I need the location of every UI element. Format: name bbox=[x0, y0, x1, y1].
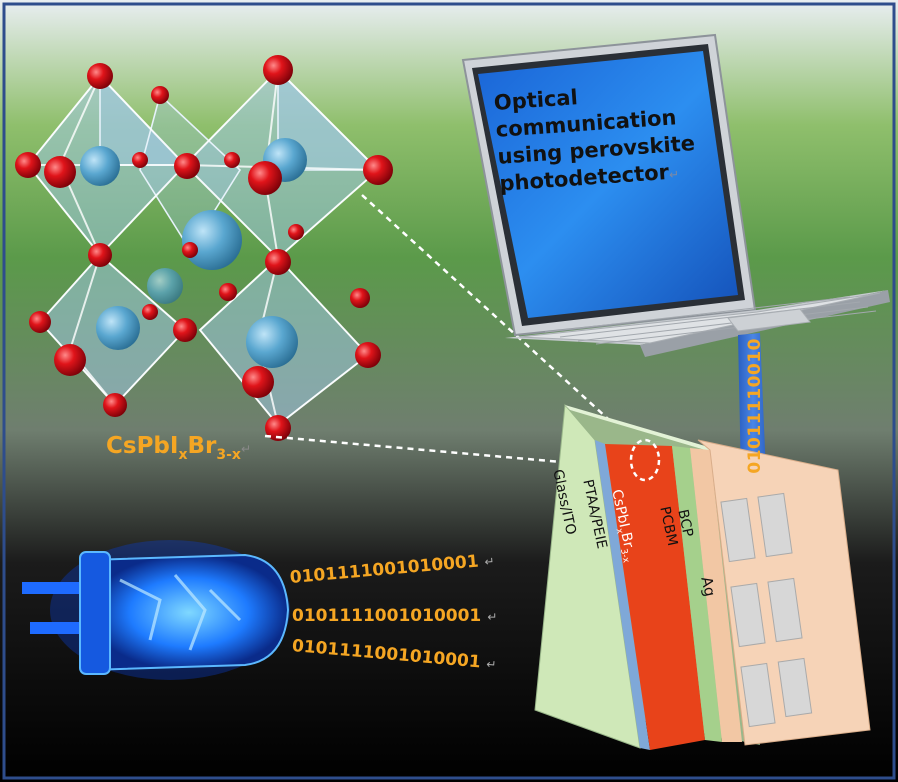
laptop bbox=[461, 33, 890, 357]
formula-base: CsPbI bbox=[106, 433, 179, 459]
formula-sub-3x: 3-x bbox=[216, 447, 241, 463]
return-mark: ↵ bbox=[485, 657, 497, 672]
return-mark: ↵ bbox=[487, 610, 498, 624]
zoom-lines bbox=[264, 194, 641, 470]
formula-mid: Br bbox=[187, 433, 217, 459]
return-mark: ↵ bbox=[668, 167, 680, 182]
photodetector-device bbox=[534, 403, 871, 750]
bit-string: 0101111001010001 bbox=[292, 606, 482, 626]
laptop-screen-text: Optical communication using perovskite p… bbox=[493, 76, 700, 201]
perovskite-crystal-structure bbox=[15, 55, 393, 441]
layer-label-electrode: Ag bbox=[697, 575, 720, 599]
return-mark: ↵ bbox=[483, 554, 496, 569]
bit-line-2: 0101111001010001 ↵ bbox=[292, 606, 497, 626]
crystal-formula-label: CsPbIxBr3-x↵ bbox=[106, 433, 251, 463]
formula-sub-x: x bbox=[178, 447, 188, 463]
return-mark: ↵ bbox=[240, 442, 252, 456]
cable-bit-string: 01011110010 bbox=[745, 338, 765, 474]
layer-perovskite-sub-3x: 3-x bbox=[617, 547, 631, 564]
blue-led bbox=[22, 540, 290, 680]
